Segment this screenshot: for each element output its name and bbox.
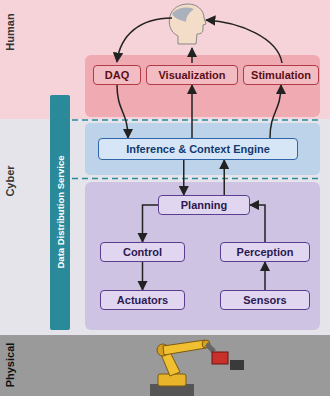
flow-arrow bbox=[223, 160, 225, 195]
process-box: Stimulation bbox=[243, 65, 319, 85]
human-head-icon bbox=[169, 4, 206, 44]
flow-arrow bbox=[117, 85, 128, 138]
robot-arm-illustration bbox=[150, 340, 244, 396]
physical-band: Physical bbox=[0, 335, 330, 396]
flow-arrow bbox=[191, 85, 193, 138]
process-box: Actuators bbox=[100, 290, 185, 310]
box-label: Planning bbox=[181, 199, 227, 211]
band-label: Human bbox=[4, 13, 16, 50]
feedback-arrow bbox=[206, 20, 282, 63]
flow-arrow bbox=[264, 262, 266, 290]
feedback-arrow bbox=[191, 48, 193, 63]
flow-arrow bbox=[183, 160, 185, 195]
process-box: Inference & Context Engine bbox=[98, 138, 298, 160]
band-label: Data Distribution Service bbox=[55, 156, 66, 269]
robot-panel bbox=[85, 182, 320, 330]
box-label: Actuators bbox=[117, 294, 168, 306]
bus-bar: Data Distribution Service bbox=[50, 95, 70, 330]
box-label: DAQ bbox=[105, 69, 129, 81]
flow-arrow bbox=[270, 85, 281, 138]
box-label: Sensors bbox=[243, 294, 286, 306]
flow-arrow bbox=[250, 205, 265, 242]
flow-arrow bbox=[143, 205, 159, 242]
physical-band bbox=[0, 335, 330, 396]
dashed-divider bbox=[72, 178, 320, 180]
box-label: Perception bbox=[237, 246, 294, 258]
feedback-arrow bbox=[117, 18, 172, 62]
process-box: Planning bbox=[158, 195, 250, 215]
process-box: Sensors bbox=[220, 290, 310, 310]
band-label: Physical bbox=[4, 343, 16, 388]
box-label: Visualization bbox=[158, 69, 225, 81]
process-box: Control bbox=[100, 242, 185, 262]
box-label: Stimulation bbox=[251, 69, 311, 81]
box-label: Control bbox=[123, 246, 162, 258]
dashed-divider bbox=[72, 119, 320, 121]
process-box: Visualization bbox=[146, 65, 238, 85]
box-label: Inference & Context Engine bbox=[126, 143, 270, 155]
flow-arrow bbox=[142, 262, 144, 290]
process-box: Perception bbox=[220, 242, 310, 262]
process-box: DAQ bbox=[93, 65, 141, 85]
inference-panel bbox=[85, 123, 320, 175]
band-label: Cyber bbox=[4, 165, 16, 196]
